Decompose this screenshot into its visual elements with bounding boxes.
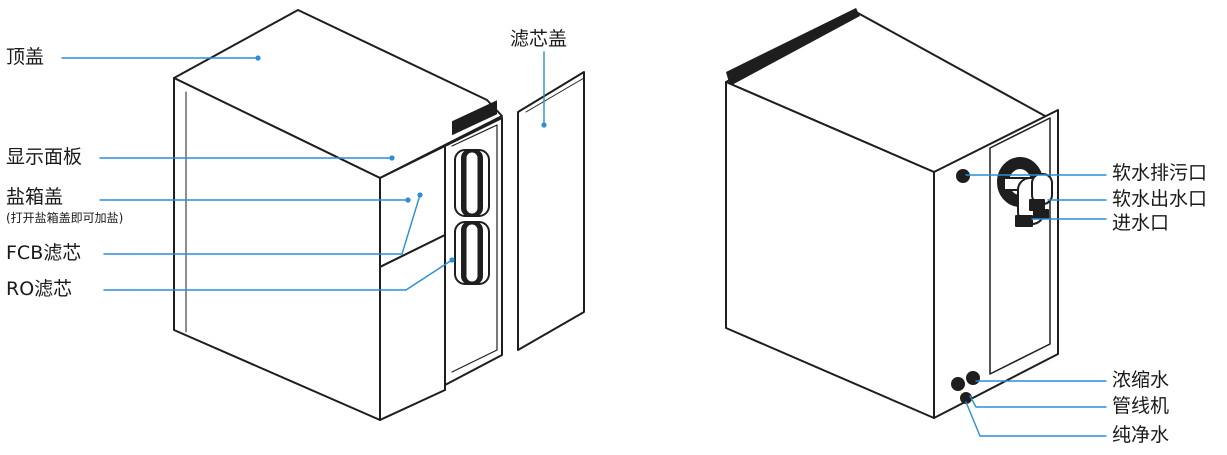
label-ro-filter: RO滤芯 — [6, 278, 73, 300]
front-lower-panel — [379, 234, 446, 421]
pipeline-port-hole — [966, 371, 980, 385]
concentrate-port-hole — [951, 377, 965, 391]
label-pipeline-machine: 管线机 — [1112, 395, 1170, 417]
callout-dots — [255, 55, 547, 263]
label-display-panel: 显示面板 — [6, 146, 83, 168]
ro-filter-cartridge — [454, 221, 490, 285]
label-soft-outlet-port: 软水出水口 — [1112, 188, 1208, 210]
rear-device — [725, 8, 1059, 419]
label-inlet-port: 进水口 — [1112, 212, 1170, 234]
label-pure-water: 纯净水 — [1112, 424, 1170, 446]
label-fcb-filter: FCB滤芯 — [6, 242, 82, 264]
label-salt-box-note: (打开盐箱盖即可加盐) — [6, 211, 124, 225]
label-soft-drain-port: 软水排污口 — [1112, 162, 1208, 184]
label-salt-box-cover: 盐箱盖 — [6, 186, 64, 208]
soft-drain-port-hole — [956, 169, 970, 183]
fcb-filter-cartridge — [454, 149, 490, 217]
label-filter-cover: 滤芯盖 — [510, 28, 568, 50]
label-concentrate-water: 浓缩水 — [1112, 369, 1170, 391]
filter-cover-panel — [517, 71, 585, 351]
label-top-cover: 顶盖 — [6, 46, 45, 68]
callout-lines — [61, 51, 1107, 437]
front-device — [173, 9, 503, 421]
